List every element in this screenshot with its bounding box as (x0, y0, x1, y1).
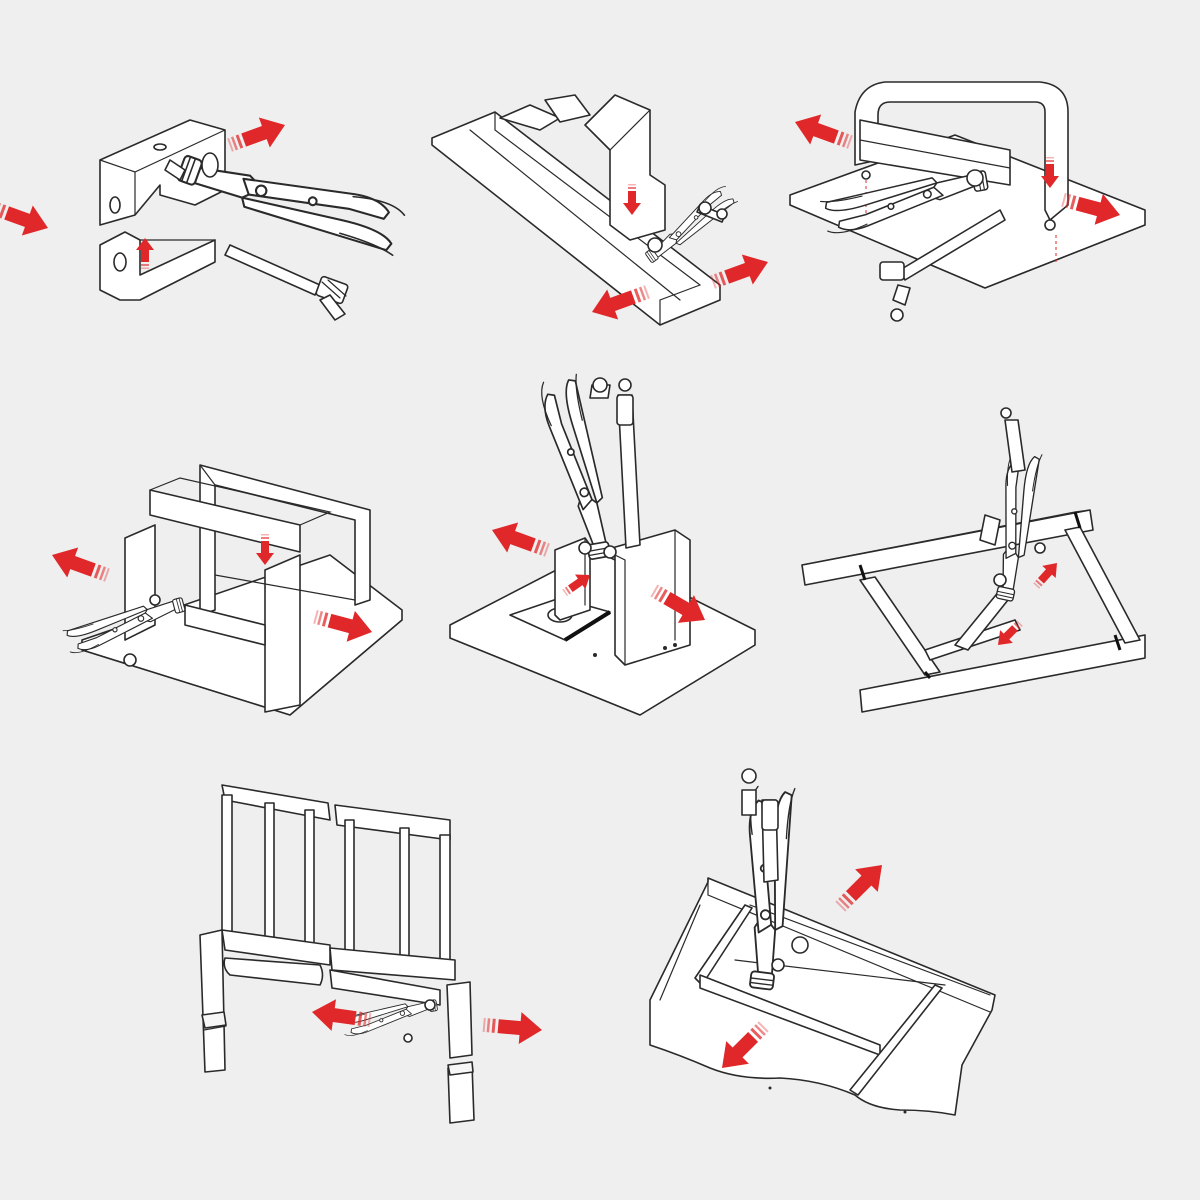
panel-1-arrow-left (0, 192, 54, 244)
panel-6-tube-frame (801, 407, 1146, 713)
panel-4-box-frame (61, 464, 403, 716)
panel-6-arrow-up (1029, 556, 1064, 593)
panel-3-u-bar-plate (789, 81, 1146, 322)
panel-5-angle-brackets (449, 372, 756, 716)
panel-1-arrow-right (224, 109, 291, 161)
panel-5-arrow-left (486, 514, 553, 566)
panel-1-bent-brackets (99, 119, 410, 321)
panel-8-stone-box (649, 768, 996, 1116)
panel-2-channel-rail (431, 94, 740, 326)
panel-7-arrow-right (481, 1008, 544, 1046)
panel-3-arrow-left (789, 106, 856, 158)
panel-4-arrow-left (46, 539, 113, 591)
panel-7-fence-panels (199, 784, 475, 1124)
panel-8-arrow-up (828, 853, 894, 919)
